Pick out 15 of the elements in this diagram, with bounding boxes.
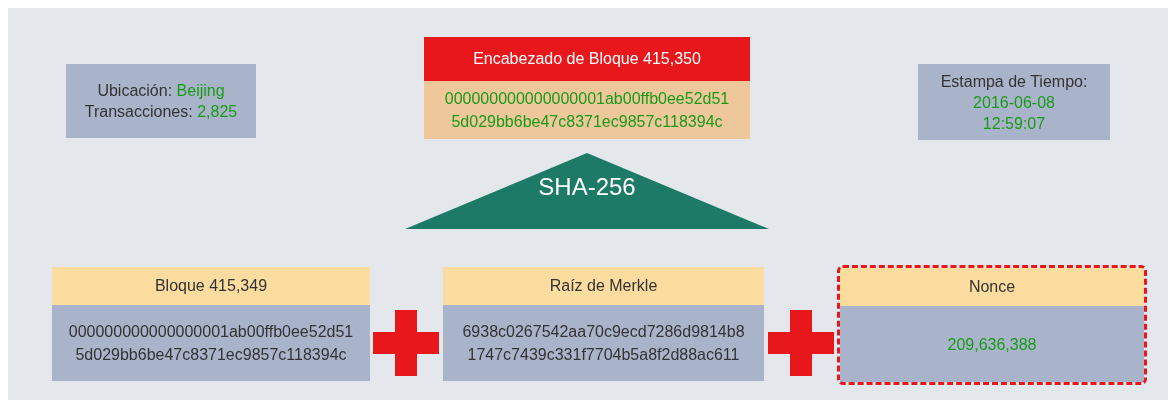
info-box (66, 64, 256, 138)
info-text: Estampa de Tiempo: (940, 71, 1088, 92)
triangle-label: SHA-256 (537, 173, 637, 201)
info-text: 2016-06-08 12:59:07 (972, 92, 1056, 134)
header-bar: Bloque 415,349 (52, 267, 370, 305)
info-text: Transacciones: 2,825 (84, 102, 238, 122)
info-text: Ubicación: Beijing (97, 81, 225, 101)
value-text: 209,636,388 (946, 334, 1038, 355)
value-text: 000000000000000001ab00ffb0ee52d51 5d029bb6be47c8371ec9857c118394c (67, 322, 355, 365)
value-text: 6938c0267542aa70c9ecd7286d9814b8 1747c7439c331f7704b5a8f2d88ac611 (461, 322, 746, 365)
value-text: 000000000000000001ab00ffb0ee52d51 5d029bb6be47c8371ec9857c118394c (443, 89, 731, 132)
header-bar: Raíz de Merkle (443, 267, 764, 305)
header-bar: Encabezado de Bloque 415,350 (424, 37, 750, 81)
info-box (918, 64, 1110, 140)
header-bar: Nonce (840, 268, 1144, 306)
